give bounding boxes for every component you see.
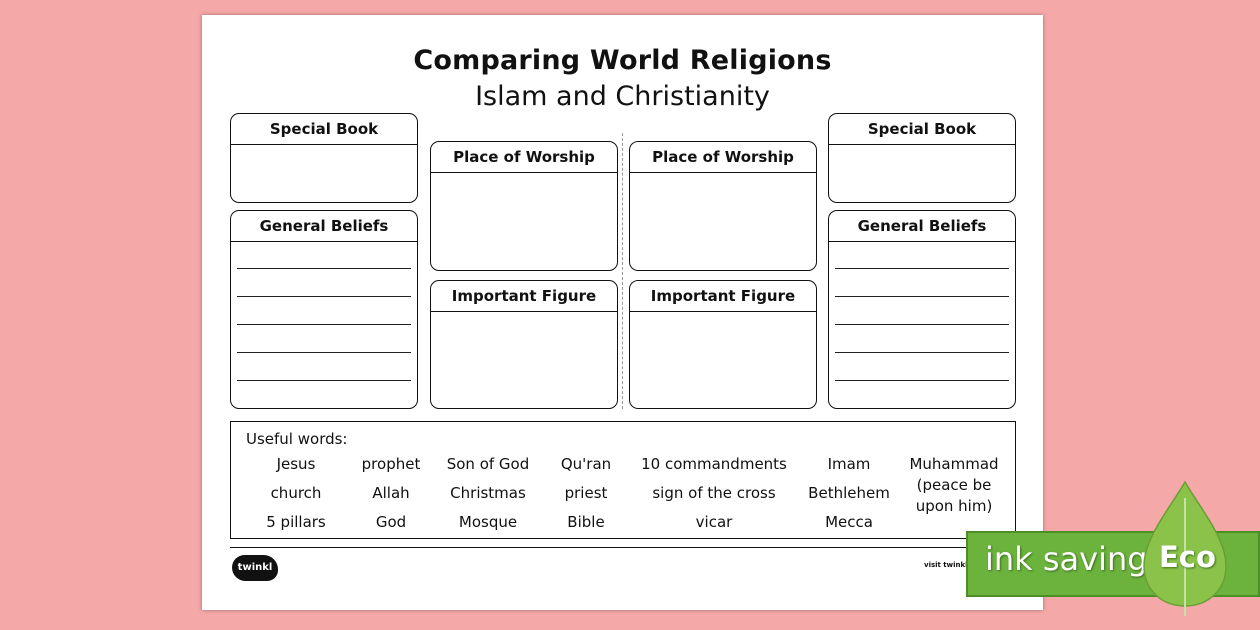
word: 5 pillars: [266, 513, 326, 531]
twinkl-logo: twinkl: [232, 555, 278, 581]
word: Imam: [827, 455, 871, 473]
right-special-book-box[interactable]: Special Book: [828, 113, 1016, 203]
word-column: prophet Allah God: [346, 454, 436, 541]
center-divider: [622, 133, 623, 409]
word: vicar: [695, 513, 733, 531]
word: Son of God: [446, 455, 530, 473]
left-important-figure-heading: Important Figure: [431, 281, 617, 312]
word: Mosque: [458, 513, 518, 531]
word: Bethlehem: [808, 484, 890, 502]
left-special-book-heading: Special Book: [231, 114, 417, 145]
right-place-of-worship-heading: Place of Worship: [630, 142, 816, 173]
footer-divider: [230, 547, 1016, 548]
right-special-book-heading: Special Book: [829, 114, 1015, 145]
worksheet-page: Comparing World Religions Islam and Chri…: [202, 15, 1043, 610]
word: Bible: [567, 513, 605, 531]
right-important-figure-box[interactable]: Important Figure: [629, 280, 817, 409]
eco-leaf-icon: [1143, 480, 1227, 616]
ink-saving-text: ink saving: [985, 540, 1148, 578]
useful-words-box: Useful words: Jesus church 5 pillars pro…: [230, 421, 1016, 539]
word-column: Jesus church 5 pillars: [251, 454, 341, 541]
right-general-beliefs-box[interactable]: General Beliefs: [828, 210, 1016, 409]
right-general-beliefs-heading: General Beliefs: [829, 211, 1015, 242]
word: God: [375, 513, 407, 531]
word: prophet: [361, 455, 421, 473]
page-title: Comparing World Religions: [413, 45, 832, 76]
word: priest: [564, 484, 608, 502]
word-column: Qu'ran priest Bible: [546, 454, 626, 541]
word: sign of the cross: [652, 484, 776, 502]
visit-link-text: visit twinkl.c: [924, 561, 975, 569]
word-column: 10 commandments sign of the cross vicar: [632, 454, 796, 541]
left-general-beliefs-box[interactable]: General Beliefs: [230, 210, 418, 409]
right-writing-lines: [835, 242, 1009, 408]
left-important-figure-box[interactable]: Important Figure: [430, 280, 618, 409]
left-writing-lines: [237, 242, 411, 408]
word: (peace be: [916, 476, 992, 494]
word: Muhammad: [909, 455, 999, 473]
useful-words-label: Useful words:: [246, 430, 348, 448]
word: Qu'ran: [560, 455, 612, 473]
page-subtitle: Islam and Christianity: [475, 81, 770, 112]
word-column: Imam Bethlehem Mecca: [799, 454, 899, 541]
word: upon him): [915, 497, 993, 515]
left-place-of-worship-box[interactable]: Place of Worship: [430, 141, 618, 271]
word: Mecca: [825, 513, 873, 531]
word: Jesus: [276, 455, 316, 473]
word-column: Son of God Christmas Mosque: [433, 454, 543, 541]
right-place-of-worship-box[interactable]: Place of Worship: [629, 141, 817, 271]
word: Christmas: [450, 484, 526, 502]
right-important-figure-heading: Important Figure: [630, 281, 816, 312]
left-special-book-box[interactable]: Special Book: [230, 113, 418, 203]
word: 10 commandments: [641, 455, 787, 473]
word: Allah: [372, 484, 410, 502]
left-place-of-worship-heading: Place of Worship: [431, 142, 617, 173]
word: church: [270, 484, 322, 502]
word-column: Muhammad (peace be upon him): [899, 454, 1009, 517]
left-general-beliefs-heading: General Beliefs: [231, 211, 417, 242]
eco-label: Eco: [1159, 540, 1216, 574]
